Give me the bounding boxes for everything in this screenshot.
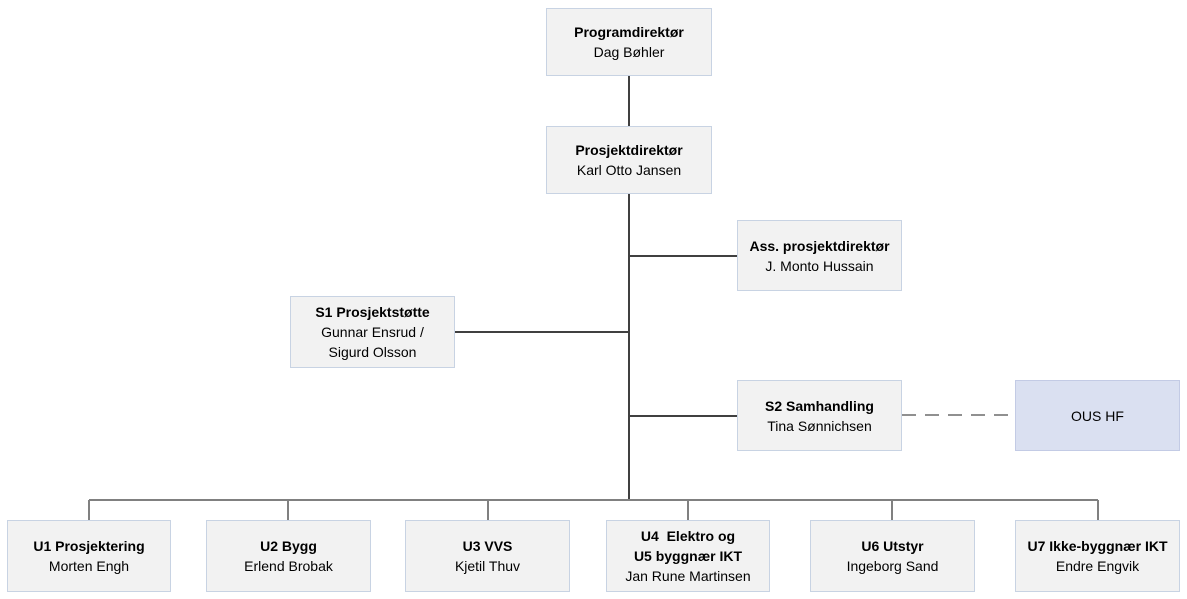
unit-name: Morten Engh [48,558,130,574]
unit-title-line2: U5 byggnær IKT [633,548,743,564]
unit-title: U1 Prosjektering [33,538,145,554]
box-unit-u3: U3 VVS Kjetil Thuv [405,520,570,592]
unit-title-line1: U4 Elektro og [640,528,736,544]
project-director-name: Karl Otto Jansen [576,162,682,178]
box-external-ous: OUS HF [1015,380,1180,451]
program-director-title: Programdirektør [574,24,684,40]
s2-name: Tina Sønnichsen [767,417,872,434]
assistant-director-title: Ass. prosjektdirektør [749,237,890,254]
unit-name: Erlend Brobak [244,558,333,574]
s2-title: S2 Samhandling [765,397,874,414]
program-director-name: Dag Bøhler [593,44,665,60]
unit-name: Ingeborg Sand [846,558,939,574]
project-director-title: Prosjektdirektør [575,142,683,158]
box-unit-u4-u5: U4 Elektro og U5 byggnær IKT Jan Rune Ma… [606,520,770,592]
box-unit-u6: U6 Utstyr Ingeborg Sand [810,520,975,592]
s1-name-line2: Sigurd Olsson [328,344,417,360]
unit-title: U2 Bygg [260,538,317,554]
assistant-director-name: J. Monto Hussain [765,257,874,274]
unit-name: Kjetil Thuv [454,558,521,574]
external-name: OUS HF [1071,407,1124,424]
box-unit-u1: U1 Prosjektering Morten Engh [7,520,171,592]
s1-name-line1: Gunnar Ensrud / [321,324,424,340]
box-project-director: Prosjektdirektør Karl Otto Jansen [546,126,712,194]
unit-title: U6 Utstyr [861,538,924,554]
box-s2: S2 Samhandling Tina Sønnichsen [737,380,902,451]
box-unit-u7: U7 Ikke-byggnær IKT Endre Engvik [1015,520,1180,592]
unit-title: U3 VVS [462,538,513,554]
box-assistant-director: Ass. prosjektdirektør J. Monto Hussain [737,220,902,291]
box-unit-u2: U2 Bygg Erlend Brobak [206,520,371,592]
unit-name: Endre Engvik [1055,558,1140,574]
box-program-director: Programdirektør Dag Bøhler [546,8,712,76]
unit-title: U7 Ikke-byggnær IKT [1027,538,1168,554]
box-s1: S1 Prosjektstøtte Gunnar Ensrud / Sigurd… [290,296,455,368]
unit-name: Jan Rune Martinsen [625,568,751,584]
s1-title: S1 Prosjektstøtte [315,304,430,320]
